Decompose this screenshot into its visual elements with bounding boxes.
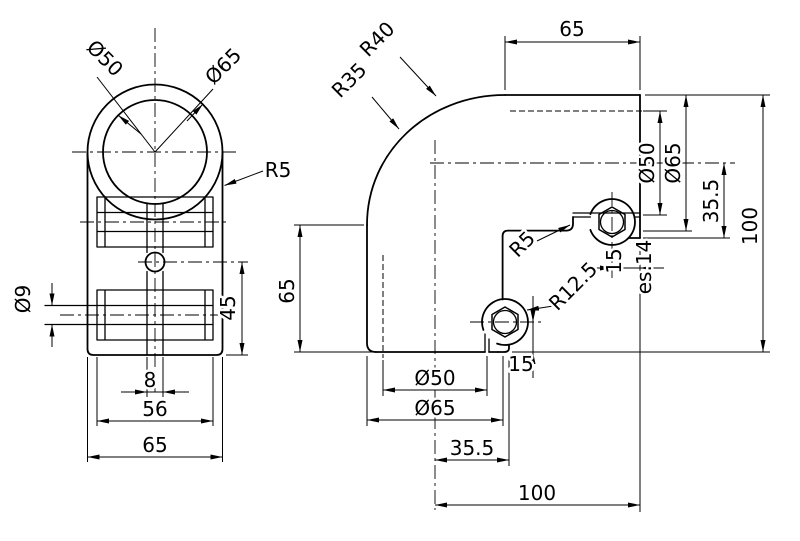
front-view: Ø50 Ø65 R5 Ø9 45 8 56 65: [9, 28, 294, 462]
horizontal-slit-lines: [572, 212, 641, 218]
clamp-slit-lines: [146, 203, 164, 356]
label-r12-5: R12.5: [544, 257, 602, 315]
label-35-5-side: 35.5: [699, 179, 723, 224]
leader-dia65: [154, 88, 214, 153]
extension-lines: [294, 36, 770, 512]
lower-hex-bolt: [491, 306, 519, 338]
leader-dia50: [96, 76, 156, 153]
side-view: R40 R35 65 Ø50 Ø65 35.5 100 65 R5 R12.5 …: [273, 14, 770, 512]
side-hidden-lines: [382, 110, 648, 358]
leader-r12-5: [526, 304, 561, 311]
leader-arrow-dia65: [186, 103, 204, 122]
extension-lines: [87, 354, 248, 462]
label-45: 45: [216, 295, 240, 320]
label-r5-side: R5: [504, 226, 540, 262]
label-dia65-side: Ø65: [661, 142, 685, 183]
label-dia65: Ø65: [200, 43, 246, 89]
flange-corner: [497, 344, 510, 353]
label-dia50: Ø50: [82, 35, 128, 81]
upper-bolt-seat-arc: [589, 198, 636, 246]
front-dimensions: Ø50 Ø65 R5 Ø9 45 8 56 65: [9, 32, 294, 462]
label-bottom-35-5: 35.5: [450, 436, 495, 460]
side-outline: [366, 94, 641, 353]
label-bottom-100: 100: [518, 481, 556, 505]
label-top-65: 65: [559, 17, 584, 41]
label-dia9: Ø9: [11, 285, 35, 313]
leader-r35: [371, 96, 400, 130]
leader-arrow-dia50: [117, 114, 142, 135]
label-100-side: 100: [738, 207, 762, 245]
outer-corner-arc: [366, 94, 506, 226]
label-r5: R5: [265, 158, 292, 182]
label-65: 65: [142, 433, 167, 457]
lower-bolt-circle: [492, 309, 518, 335]
leader-r5: [224, 170, 264, 186]
label-end-15: 15: [602, 248, 626, 273]
lower-bolt-seat-arc: [481, 298, 529, 346]
label-left-65: 65: [275, 278, 299, 303]
label-bottom-dia65: Ø65: [414, 396, 455, 420]
label-dia50-side: Ø50: [635, 142, 659, 183]
leader-r5: [536, 224, 571, 242]
left-edge: [366, 224, 377, 353]
label-bottom-dia50: Ø50: [414, 366, 455, 390]
vertical-slit-lines: [484, 333, 490, 353]
inner-corner-contour: [501, 216, 574, 301]
label-56: 56: [142, 397, 167, 421]
label-r40: R40: [355, 17, 400, 62]
label-es14: es.14: [632, 240, 656, 295]
label-r35: R35: [327, 58, 372, 103]
leader-r40: [399, 56, 437, 97]
side-dimensions: R40 R35 65 Ø50 Ø65 35.5 100 65 R5 R12.5 …: [273, 14, 770, 512]
label-bottom-15: 15: [508, 352, 533, 376]
label-8: 8: [144, 368, 157, 392]
